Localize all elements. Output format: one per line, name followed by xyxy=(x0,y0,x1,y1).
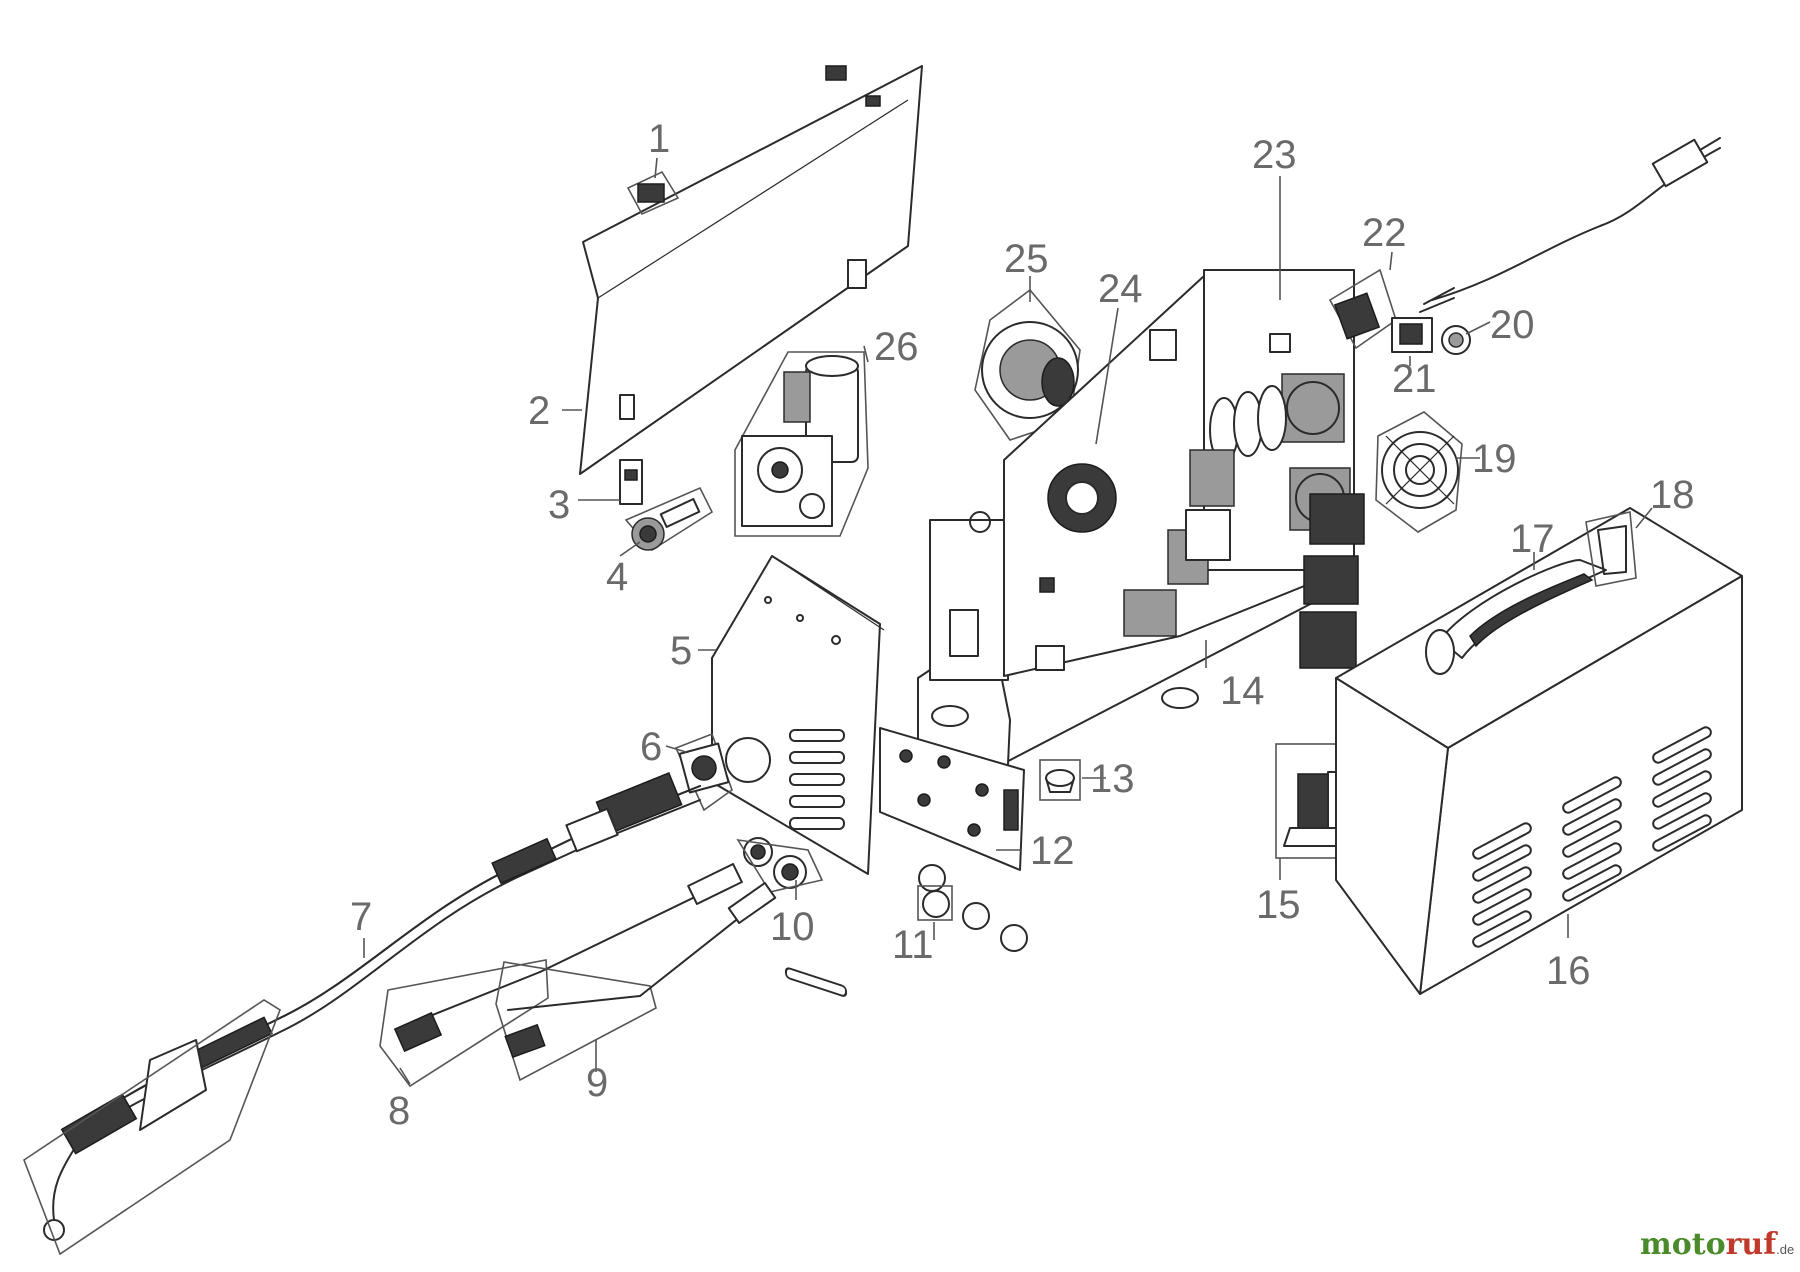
dinse-connectors xyxy=(736,837,824,893)
callout-15: 15 xyxy=(1256,883,1301,927)
toroid-coil xyxy=(1047,463,1117,533)
callout-23: 23 xyxy=(1252,133,1297,177)
heatsinks xyxy=(1123,449,1365,669)
latch-part xyxy=(619,459,643,505)
front-panel-vents xyxy=(789,729,845,830)
torch-callout xyxy=(23,999,281,1256)
callout-26: 26 xyxy=(874,325,919,369)
callout-22: 22 xyxy=(1362,211,1407,255)
callout-3: 3 xyxy=(548,483,570,527)
vent-slots xyxy=(785,967,847,997)
fan-shroud xyxy=(974,288,1081,441)
callout-2: 2 xyxy=(528,389,550,433)
knob-part xyxy=(624,486,714,552)
fan-grille xyxy=(1375,411,1463,533)
handle-bracket xyxy=(1585,511,1637,587)
callout-7: 7 xyxy=(350,895,372,939)
callout-20: 20 xyxy=(1490,303,1535,347)
callout-16: 16 xyxy=(1546,949,1591,993)
control-board xyxy=(879,727,1025,871)
cable-gland xyxy=(1441,325,1471,355)
chassis xyxy=(917,269,1365,809)
power-cord xyxy=(1419,137,1721,313)
wire-feeder-motor xyxy=(734,351,869,537)
callout-25: 25 xyxy=(1004,237,1049,281)
housing-vents xyxy=(1472,726,1712,948)
callout-11: 11 xyxy=(892,923,934,967)
rubber-foot xyxy=(1039,759,1081,801)
watermark-logo: motoruf.de xyxy=(1640,1227,1794,1262)
callout-12: 12 xyxy=(1030,829,1075,873)
side-panel xyxy=(579,65,923,475)
callout-9: 9 xyxy=(586,1061,608,1105)
callout-5: 5 xyxy=(670,629,692,673)
callout-19: 19 xyxy=(1472,437,1517,481)
knobs xyxy=(917,864,1028,952)
leader-lines xyxy=(363,157,1653,1085)
earth-clamp xyxy=(495,882,777,1082)
hinge-part xyxy=(626,170,680,216)
callout-numbers: 1 2 3 4 5 6 7 8 9 10 11 12 13 14 15 16 1… xyxy=(350,117,1695,1133)
callout-4: 4 xyxy=(606,555,628,599)
callout-14: 14 xyxy=(1220,669,1265,713)
callout-17: 17 xyxy=(1510,517,1555,561)
svg-text:motoruf.de: motoruf.de xyxy=(1640,1227,1794,1262)
callout-18: 18 xyxy=(1650,473,1695,517)
callout-21: 21 xyxy=(1392,357,1437,401)
callout-8: 8 xyxy=(388,1089,410,1133)
mains-switch xyxy=(1391,317,1433,353)
callout-1: 1 xyxy=(648,117,670,161)
callout-13: 13 xyxy=(1090,757,1135,801)
capacitor-bank xyxy=(1209,385,1287,463)
carry-handle xyxy=(1425,559,1607,675)
mig-torch xyxy=(43,772,701,1241)
callout-24: 24 xyxy=(1098,267,1143,311)
electrode-holder xyxy=(379,863,743,1088)
callout-6: 6 xyxy=(640,725,662,769)
euro-connector xyxy=(674,732,733,812)
callout-10: 10 xyxy=(770,905,815,949)
